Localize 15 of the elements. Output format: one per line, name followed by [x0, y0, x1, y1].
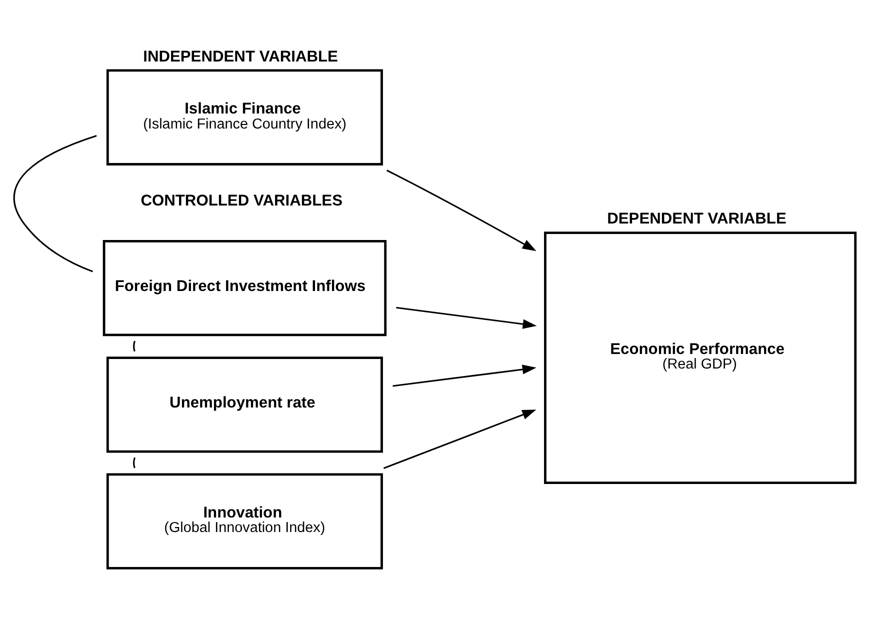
arrow	[396, 306, 536, 329]
connector	[132, 340, 135, 352]
arrow	[386, 170, 536, 252]
node-box: Unemployment rate	[106, 356, 382, 453]
node-label: DEPENDENT VARIABLE	[606, 210, 786, 228]
arrow	[392, 364, 536, 387]
arrow	[382, 410, 536, 469]
label: CONTROLLED VARIABLES	[140, 192, 342, 210]
node-box: Islamic Finance (Islamic Finance Country Index)	[106, 69, 382, 166]
node-label: INDEPENDENT VARIABLE	[142, 48, 338, 66]
node-box: Economic Performance (Real GDP)	[544, 232, 856, 484]
connector	[13, 134, 96, 272]
node-box: Innovation (Global Innovation Index)	[106, 473, 382, 570]
node-box: Foreign Direct Investment Inflows	[102, 240, 386, 336]
connector	[132, 457, 135, 468]
